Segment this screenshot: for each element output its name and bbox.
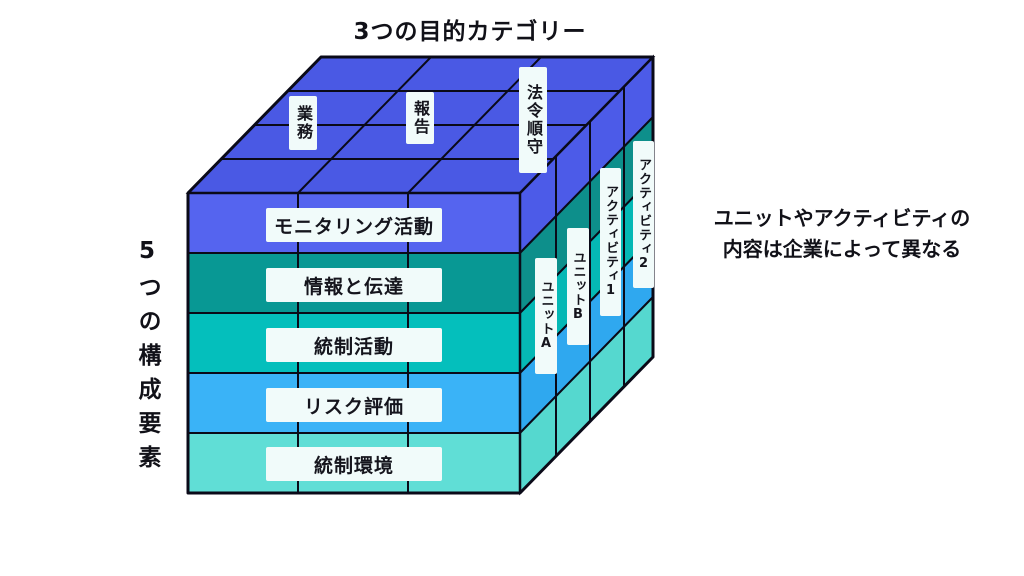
top-label-compliance: 法令順守 <box>519 67 547 173</box>
front-label-control-activities: 統制活動 <box>266 328 442 362</box>
annotation-line-2: 内容は企業によって異なる <box>722 237 962 261</box>
top-label-reporting: 報告 <box>406 92 434 144</box>
top-column-diagonal <box>407 56 542 194</box>
side-label-activity-1: アクティビティ1 <box>600 168 621 316</box>
front-label-monitoring: モニタリング活動 <box>266 208 442 242</box>
top-label-operations: 業務 <box>289 96 317 150</box>
top-column-diagonal <box>297 56 432 194</box>
cube-outline <box>186 55 655 495</box>
front-label-control-environment: 統制環境 <box>266 447 442 481</box>
left-axis-label: 5つの構成要素 <box>134 238 160 479</box>
front-label-risk-assessment: リスク評価 <box>266 388 442 422</box>
annotation-line-1: ユニットやアクティビティの <box>713 206 971 230</box>
front-label-information: 情報と伝達 <box>266 268 442 302</box>
side-label-activity-2: アクティビティ2 <box>633 141 654 288</box>
side-label-unit-b: ユニットB <box>567 228 589 345</box>
side-label-unit-a: ユニットA <box>535 258 557 374</box>
diagram-title: 3つの目的カテゴリー <box>353 19 587 45</box>
annotation-note: ユニットやアクティビティの 内容は企業によって異なる <box>680 203 1004 265</box>
